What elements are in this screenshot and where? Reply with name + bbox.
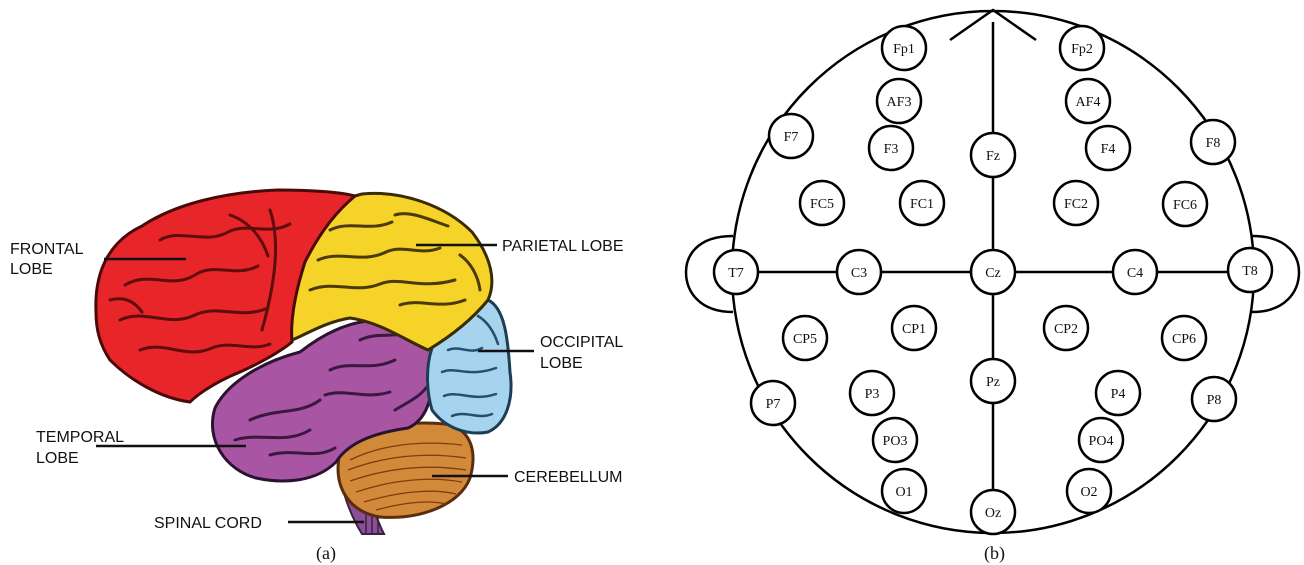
electrode-oz: Oz: [971, 490, 1015, 534]
electrode-cp2: CP2: [1044, 306, 1088, 350]
temporal-label-line2: LOBE: [36, 450, 79, 467]
electrode-label: P8: [1207, 393, 1222, 408]
electrode-fc2: FC2: [1054, 181, 1098, 225]
cerebellum-label: CEREBELLUM: [514, 469, 622, 486]
electrode-label: Cz: [985, 266, 1001, 281]
electrode-label: PO4: [1089, 434, 1114, 449]
electrode-label: Fp1: [893, 42, 915, 57]
electrode-po4: PO4: [1079, 418, 1123, 462]
electrode-f8: F8: [1191, 120, 1235, 164]
electrode-label: T7: [728, 266, 744, 281]
electrode-af4: AF4: [1066, 79, 1110, 123]
electrode-fc1: FC1: [900, 181, 944, 225]
electrode-f7: F7: [769, 114, 813, 158]
electrode-cp6: CP6: [1162, 316, 1206, 360]
electrode-c4: C4: [1113, 250, 1157, 294]
electrode-o1: O1: [882, 469, 926, 513]
electrode-label: FC5: [810, 197, 834, 212]
electrode-label: O2: [1080, 485, 1097, 500]
electrode-label: CP5: [793, 332, 817, 347]
electrode-c3: C3: [837, 250, 881, 294]
electrode-p4: P4: [1096, 371, 1140, 415]
electrode-label: T8: [1242, 264, 1258, 279]
frontal-label-line2: LOBE: [10, 261, 53, 278]
electrode-cz: Cz: [971, 250, 1015, 294]
electrode-po3: PO3: [873, 418, 917, 462]
electrode-label: P4: [1111, 387, 1126, 402]
electrode-label: CP2: [1054, 322, 1078, 337]
electrode-label: PO3: [883, 434, 908, 449]
electrode-label: Pz: [986, 375, 1000, 390]
electrode-label: P7: [766, 397, 781, 412]
electrode-fz: Fz: [971, 133, 1015, 177]
electrode-fc5: FC5: [800, 181, 844, 225]
electrode-fp1: Fp1: [882, 26, 926, 70]
electrode-t8: T8: [1228, 248, 1272, 292]
electrode-cp1: CP1: [892, 306, 936, 350]
electrode-label: C3: [851, 266, 867, 281]
electrode-label: C4: [1127, 266, 1143, 281]
electrode-label: AF4: [1076, 95, 1101, 110]
spinal-cord-label: SPINAL CORD: [154, 515, 262, 532]
electrode-fc6: FC6: [1163, 182, 1207, 226]
electrode-label: Fp2: [1071, 42, 1093, 57]
electrode-label: Oz: [985, 506, 1001, 521]
electrode-label: P3: [865, 387, 880, 402]
electrode-fp2: Fp2: [1060, 26, 1104, 70]
electrode-t7: T7: [714, 250, 758, 294]
electrode-label: AF3: [887, 95, 912, 110]
electrode-label: Fz: [986, 149, 1000, 164]
electrode-af3: AF3: [877, 79, 921, 123]
electrode-label: FC6: [1173, 198, 1197, 213]
electrode-label: CP1: [902, 322, 926, 337]
electrode-label: FC1: [910, 197, 934, 212]
electrode-label: F7: [784, 130, 799, 145]
electrode-label: F4: [1101, 142, 1116, 157]
electrode-label: CP6: [1172, 332, 1196, 347]
electrode-p8: P8: [1192, 377, 1236, 421]
caption-b: (b): [984, 543, 1005, 564]
electrode-o2: O2: [1067, 469, 1111, 513]
electrode-f3: F3: [869, 126, 913, 170]
electrode-label: FC2: [1064, 197, 1088, 212]
frontal-label-line1: FRONTAL: [10, 241, 84, 258]
electrode-p7: P7: [751, 381, 795, 425]
occipital-label-line1: OCCIPITAL: [540, 334, 623, 351]
electrode-p3: P3: [850, 371, 894, 415]
electrode-cp5: CP5: [783, 316, 827, 360]
caption-a: (a): [316, 543, 336, 564]
electrode-pz: Pz: [971, 359, 1015, 403]
electrode-label: F8: [1206, 136, 1221, 151]
electrode-label: F3: [884, 142, 899, 157]
parietal-label: PARIETAL LOBE: [502, 238, 624, 255]
temporal-label-line1: TEMPORAL: [36, 429, 124, 446]
electrode-label: O1: [895, 485, 912, 500]
occipital-label-line2: LOBE: [540, 355, 583, 372]
electrode-f4: F4: [1086, 126, 1130, 170]
brain-illustration: [96, 190, 534, 534]
